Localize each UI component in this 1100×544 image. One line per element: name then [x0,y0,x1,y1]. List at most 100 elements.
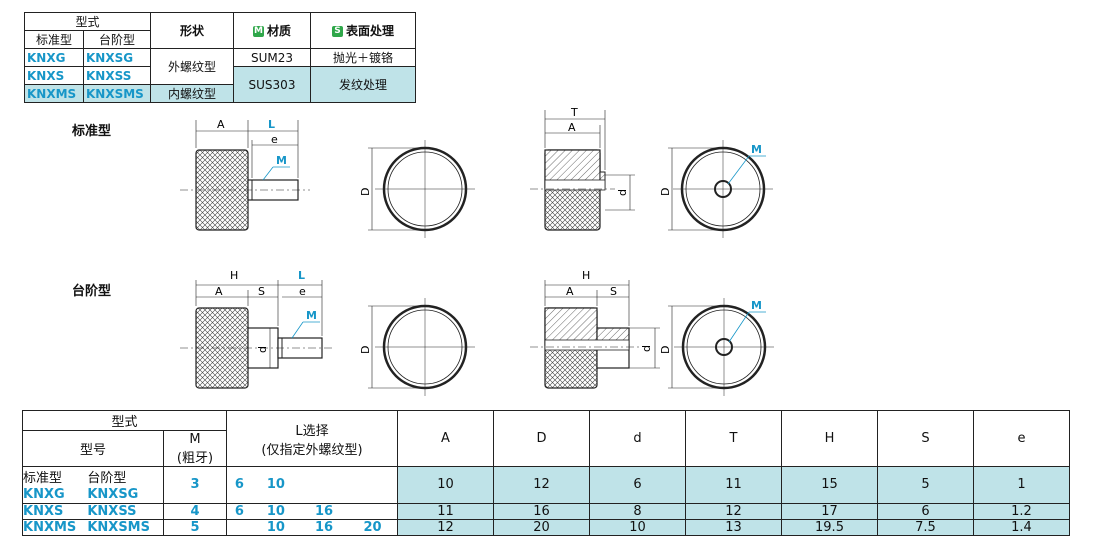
surface-badge-icon: S [331,26,343,37]
val-a: 10 [397,466,494,504]
val-small-d: 6 [589,466,686,504]
dim-a3: A [215,285,223,298]
std-side-view: A L e M [180,118,310,231]
col-d: D [493,410,590,467]
shape-int: 内螺纹型 [150,84,234,103]
val-e: 1.2 [973,502,1070,520]
std-label: 标准型 [22,466,88,486]
l-value: 16 [299,503,349,520]
dim-l: L [268,118,275,131]
model-step: KNXSG [87,486,164,504]
model-header: 型号 [22,430,164,467]
std-label: 标准型 [24,30,84,49]
material-badge-icon: M [252,26,264,37]
val-h: 17 [781,502,878,520]
model-step: KNXSMS [83,84,151,103]
val-t: 12 [685,502,782,520]
dim-l2: L [298,269,305,282]
dim-s2: S [610,285,617,298]
model-step: KNXSG [83,48,151,67]
col-s: S [877,410,974,467]
l-value: 10 [251,466,300,504]
l-value [299,466,349,504]
model-step: KNXSS [87,503,164,520]
std-front-hole-view: D M [659,140,773,238]
std-front-view: D [359,140,475,238]
col-e: e [973,410,1070,467]
dim-e: e [271,133,278,146]
dim-d-upper: D [359,188,372,196]
l-value: 16 [299,519,349,536]
std-section-view: T A d [530,106,635,231]
val-d: 20 [493,518,590,536]
l-value: 6 [226,466,252,504]
l-value: 20 [348,519,399,536]
dim-m: M [276,154,287,167]
val-s: 5 [877,466,974,504]
dim-m3: M [306,309,317,322]
val-t: 13 [685,518,782,536]
val-a: 12 [397,518,494,536]
model-std: KNXMS [24,84,84,103]
m-value: 5 [163,518,227,536]
model-std: KNXMS [22,519,88,536]
step-label: 台阶型 [83,30,151,49]
val-t: 11 [685,466,782,504]
shape-ext: 外螺纹型 [150,48,234,85]
val-a: 11 [397,502,494,520]
val-h: 15 [781,466,878,504]
model-std: KNXS [22,503,88,520]
surface-2: 发纹处理 [310,66,416,103]
col-small-d: d [589,410,686,467]
label-step: 台阶型 [72,284,112,299]
model-std: KNXG [22,486,88,504]
l-value [348,466,399,504]
shape-header: 形状 [150,12,234,49]
model-std: KNXS [24,66,84,85]
dim-e2: e [299,285,306,298]
step-side-view: H A S L e d M [180,269,335,389]
val-s: 6 [877,502,974,520]
type-header: 型式 [22,410,227,431]
model-step: KNXSS [83,66,151,85]
val-d: 16 [493,502,590,520]
dim-m2: M [751,143,762,156]
dim-s: S [258,285,265,298]
step-section-view: H A S d [530,269,660,389]
surface-1: 抛光＋镀铬 [310,48,416,67]
val-small-d: 8 [589,502,686,520]
m-value: 3 [163,466,227,504]
val-s: 7.5 [877,518,974,536]
dim-small-d2: d [256,346,269,353]
l-value: 10 [251,519,300,536]
model-step: KNXSMS [87,519,164,536]
spec-table-bottom: 型式 L选择(仅指定外螺纹型) A D d T H S e 型号 M(粗牙) 标… [22,410,1070,536]
material-1: SUM23 [233,48,311,67]
l-header: L选择(仅指定外螺纹型) [226,410,398,467]
dim-t: T [570,106,578,119]
val-small-d: 10 [589,518,686,536]
m-value: 4 [163,502,227,520]
l-value: 10 [251,503,300,520]
dim-a: A [217,118,225,131]
m-header: M(粗牙) [163,430,227,467]
dim-d-upper2: D [659,188,672,196]
l-value: 6 [226,503,252,520]
dim-d-lower: D [359,346,372,354]
val-d: 12 [493,466,590,504]
val-h: 19.5 [781,518,878,536]
val-e: 1 [973,466,1070,504]
l-value [348,503,399,520]
label-standard: 标准型 [72,124,112,139]
step-front-view: D [359,298,475,396]
col-h: H [781,410,878,467]
col-a: A [397,410,494,467]
material-2: SUS303 [233,66,311,103]
step-label: 台阶型 [87,471,127,486]
dim-small-d: d [616,189,629,196]
step-front-hole-view: D M [659,298,774,396]
dim-h2: H [582,269,590,282]
